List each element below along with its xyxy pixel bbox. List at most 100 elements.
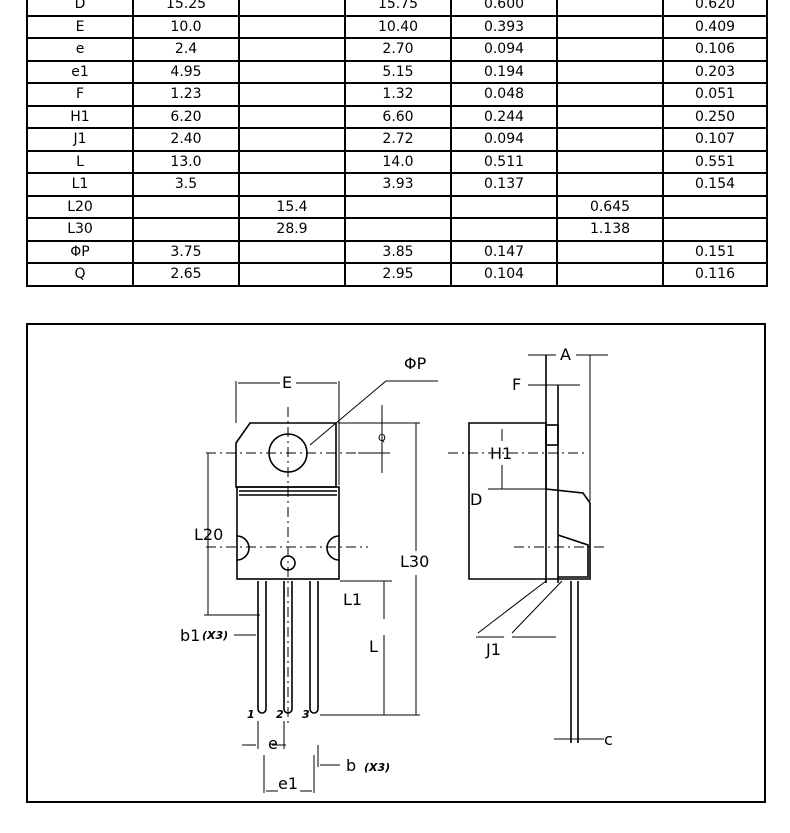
cell-mm-min: 3.5 xyxy=(132,172,240,197)
package-outline-svg: ΦP E Q L20 L30 L1 L b1 (X3) e e1 b (X3) … xyxy=(180,345,613,793)
cell-sym: e xyxy=(26,37,134,62)
cell-in-max xyxy=(662,194,768,219)
label-b1-x3: (X3) xyxy=(202,629,228,642)
cell-in-typ xyxy=(556,262,664,287)
cell-mm-min: 10.0 xyxy=(132,14,240,39)
package-drawing: ΦP E Q L20 L30 L1 L b1 (X3) e e1 b (X3) … xyxy=(26,323,766,803)
cell-in-typ: 1.138 xyxy=(556,217,664,242)
cell-in-max: 0.620 xyxy=(662,0,768,17)
cell-in-max: 0.203 xyxy=(662,59,768,84)
lead-1 xyxy=(257,581,267,714)
cell-mm-max: 2.95 xyxy=(344,262,452,287)
cell-in-min: 0.104 xyxy=(450,262,558,287)
cell-mm-min: 1.23 xyxy=(132,82,240,107)
cell-mm-typ xyxy=(238,149,346,174)
cell-mm-typ xyxy=(238,104,346,129)
cell-in-typ xyxy=(556,172,664,197)
cell-mm-max: 3.85 xyxy=(344,239,452,264)
front-tab-outline xyxy=(235,422,337,488)
cell-in-typ xyxy=(556,239,664,264)
cell-mm-max xyxy=(344,194,452,219)
side-body-outline xyxy=(468,422,591,580)
label-L20: L20 xyxy=(194,525,223,544)
cell-sym: F xyxy=(26,82,134,107)
cell-mm-typ xyxy=(238,14,346,39)
cell-mm-min: 13.0 xyxy=(132,149,240,174)
label-J1: J1 xyxy=(485,640,501,659)
label-phiP: ΦP xyxy=(404,354,427,373)
label-e1: e1 xyxy=(278,774,298,793)
lead-3 xyxy=(309,581,319,714)
cell-in-typ xyxy=(556,149,664,174)
cell-mm-typ xyxy=(238,59,346,84)
cell-in-typ xyxy=(556,104,664,129)
cell-in-min: 0.194 xyxy=(450,59,558,84)
cell-mm-typ xyxy=(238,82,346,107)
cell-in-typ xyxy=(556,37,664,62)
label-b: b xyxy=(346,756,356,775)
cell-mm-min: 3.75 xyxy=(132,239,240,264)
cell-mm-typ: 15.4 xyxy=(238,194,346,219)
label-b1: b1 xyxy=(180,626,200,645)
label-pin3: 3 xyxy=(302,708,310,721)
cell-mm-min: 2.65 xyxy=(132,262,240,287)
cell-mm-max: 2.72 xyxy=(344,127,452,152)
cell-mm-min: 2.40 xyxy=(132,127,240,152)
cell-in-typ: 0.645 xyxy=(556,194,664,219)
cell-mm-min: 6.20 xyxy=(132,104,240,129)
cell-mm-typ xyxy=(238,262,346,287)
cell-sym: L30 xyxy=(26,217,134,242)
cell-mm-min: 4.95 xyxy=(132,59,240,84)
cell-in-min: 0.244 xyxy=(450,104,558,129)
label-H1: H1 xyxy=(490,444,512,463)
cell-in-max xyxy=(662,217,768,242)
cell-in-typ xyxy=(556,14,664,39)
cell-mm-max: 5.15 xyxy=(344,59,452,84)
cell-mm-max: 1.32 xyxy=(344,82,452,107)
cell-mm-min xyxy=(132,194,240,219)
label-E: E xyxy=(282,373,292,392)
cell-in-min: 0.094 xyxy=(450,37,558,62)
label-e: e xyxy=(268,734,278,753)
cell-sym: J1 xyxy=(26,127,134,152)
cell-in-min xyxy=(450,217,558,242)
cell-mm-max: 3.93 xyxy=(344,172,452,197)
label-F: F xyxy=(512,375,521,394)
cell-mm-min xyxy=(132,217,240,242)
cell-sym: L1 xyxy=(26,172,134,197)
cell-in-min: 0.094 xyxy=(450,127,558,152)
cell-mm-typ xyxy=(238,127,346,152)
cell-in-max: 0.107 xyxy=(662,127,768,152)
cell-mm-typ xyxy=(238,172,346,197)
cell-sym: Q xyxy=(26,262,134,287)
label-b-x3: (X3) xyxy=(364,761,390,774)
label-Q: Q xyxy=(378,433,386,444)
cell-in-max: 0.154 xyxy=(662,172,768,197)
cell-in-min: 0.147 xyxy=(450,239,558,264)
cell-in-min: 0.600 xyxy=(450,0,558,17)
cell-in-max: 0.151 xyxy=(662,239,768,264)
cell-mm-max xyxy=(344,217,452,242)
cell-sym: L20 xyxy=(26,194,134,219)
cell-in-min: 0.048 xyxy=(450,82,558,107)
cell-in-max: 0.116 xyxy=(662,262,768,287)
cell-in-typ xyxy=(556,59,664,84)
label-D: D xyxy=(470,490,482,509)
cell-mm-min: 2.4 xyxy=(132,37,240,62)
cell-mm-typ xyxy=(238,0,346,17)
cell-in-typ xyxy=(556,82,664,107)
cell-in-typ xyxy=(556,0,664,17)
